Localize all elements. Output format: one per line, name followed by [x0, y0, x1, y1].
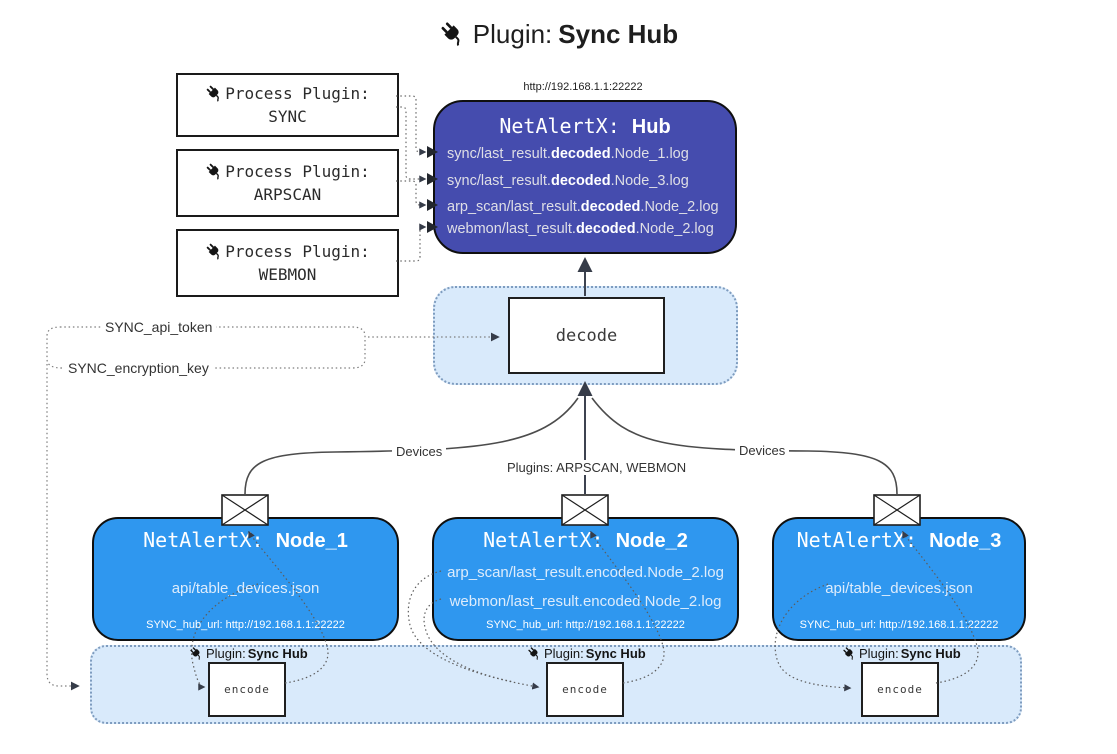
sync-encryption-key-label: SYNC_encryption_key [64, 360, 213, 376]
hub-title-name: Hub [631, 116, 671, 138]
process-plugin-label: Process Plugin: [225, 84, 370, 103]
plug-icon [205, 162, 224, 181]
encode-box: encode [208, 662, 286, 717]
page-title: Plugin: Sync Hub [0, 14, 1117, 54]
sync-api-token-label: SYNC_api_token [101, 319, 217, 335]
plugin-to-hub-connectors [396, 95, 427, 262]
hub-title-label: NetAlertX: [499, 114, 632, 138]
process-plugin-box-arpscan: Process Plugin: ARPSCAN [176, 149, 399, 217]
hub-log-row: webmon/last_result.decoded.Node_2.log [447, 221, 714, 237]
plug-icon [439, 20, 467, 48]
devices-left-label: Devices [392, 444, 447, 459]
page-title-name: Sync Hub [558, 18, 679, 49]
plug-icon [527, 646, 542, 661]
hub-box: NetAlertX: Hub sync/last_result.decoded.… [433, 100, 737, 254]
plug-icon [205, 242, 224, 261]
node-2-box: NetAlertX: Node_2 arp_scan/last_result.e… [432, 517, 739, 641]
hub-url-label: http://192.168.1.1:22222 [523, 81, 643, 93]
process-plugin-name: WEBMON [258, 265, 317, 284]
node-title: NetAlertX: Node_2 [483, 528, 688, 552]
plug-icon [189, 646, 204, 661]
node-hub-url: SYNC_hub_url: http://192.168.1.1:22222 [146, 619, 345, 631]
process-plugin-box-webmon: Process Plugin: WEBMON [176, 229, 399, 297]
node-3-box: NetAlertX: Node_3 api/table_devices.json… [772, 517, 1026, 641]
node-line: arp_scan/last_result.encoded.Node_2.log [447, 564, 724, 581]
encoder-plugin-label: Plugin: Sync Hub [527, 646, 646, 661]
node-1-box: NetAlertX: Node_1 api/table_devices.json… [92, 517, 399, 641]
encoder-plugin-label: Plugin: Sync Hub [842, 646, 961, 661]
process-plugin-name: ARPSCAN [253, 185, 322, 204]
devices-right-label: Devices [735, 443, 790, 458]
plugins-mid-label: Plugins: ARPSCAN, WEBMON [503, 460, 691, 475]
process-plugin-label: Process Plugin: [225, 162, 370, 181]
node-hub-url: SYNC_hub_url: http://192.168.1.1:22222 [486, 619, 685, 631]
page-title-label: Plugin: [472, 18, 553, 49]
decode-label: decode [555, 325, 618, 346]
encoder-plugin-label: Plugin: Sync Hub [189, 646, 308, 661]
process-plugin-label: Process Plugin: [225, 242, 370, 261]
process-plugin-box-sync: Process Plugin: SYNC [176, 73, 399, 137]
process-plugin-name: SYNC [268, 107, 307, 126]
node-line: api/table_devices.json [171, 580, 320, 597]
plug-icon [842, 646, 857, 661]
encode-box: encode [546, 662, 624, 717]
plug-icon [205, 84, 224, 103]
encode-box: encode [861, 662, 939, 717]
decode-box: decode [508, 297, 665, 374]
node-line: webmon/last_result.encoded.Node_2.log [449, 593, 722, 610]
node-title: NetAlertX: Node_1 [143, 528, 348, 552]
hub-log-row: sync/last_result.decoded.Node_3.log [447, 173, 689, 189]
hub-log-row: arp_scan/last_result.decoded.Node_2.log [447, 199, 719, 215]
hub-title: NetAlertX: Hub [435, 114, 735, 139]
node-hub-url: SYNC_hub_url: http://192.168.1.1:22222 [799, 619, 999, 631]
hub-log-row: sync/last_result.decoded.Node_1.log [447, 146, 689, 162]
device-curves [244, 397, 898, 495]
node-title: NetAlertX: Node_3 [796, 528, 1002, 552]
node-line: api/table_devices.json [825, 580, 973, 597]
